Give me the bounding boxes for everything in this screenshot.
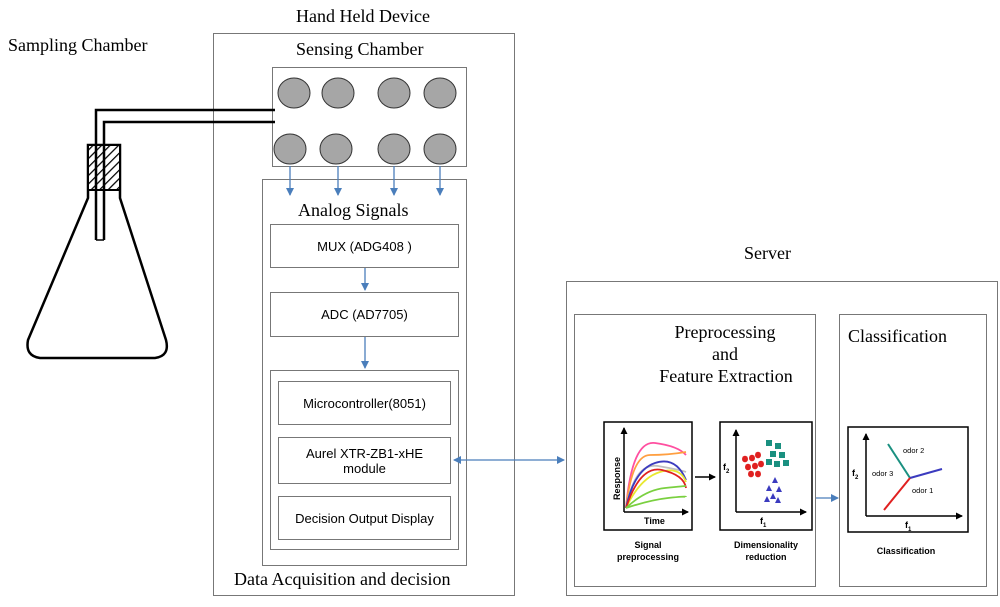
mux-label: MUX (ADG408 ): [317, 238, 412, 254]
server-label: Server: [744, 243, 791, 263]
flask-stopper: [87, 144, 121, 191]
data-acquisition-label: Data Acquisition and decision: [234, 569, 451, 589]
aurel-label-line2: module: [343, 460, 386, 476]
classification-title: Classification: [848, 326, 947, 346]
decision-display-label: Decision Output Display: [295, 510, 434, 526]
meat-label: Meat sample: [60, 314, 130, 358]
adc-label: ADC (AD7705): [321, 307, 408, 322]
preprocessing-title: Preprocessing and Feature Extraction: [574, 321, 816, 387]
sensing-chamber-label: Sensing Chamber: [296, 39, 424, 59]
aurel-label-line1: Aurel XTR-ZB1-xHE: [305, 445, 424, 461]
meat-label-line2: sample: [70, 337, 120, 356]
preprocessing-title-line3: Feature Extraction: [659, 366, 793, 386]
aurel-module-block: Aurel XTR-ZB1-xHE module: [278, 437, 451, 484]
preprocessing-title-line1: Preprocessing: [674, 322, 776, 342]
analog-signals-label: Analog Signals: [298, 200, 409, 220]
meat-label-line1: Meat: [73, 315, 109, 334]
classification-box: [839, 314, 987, 587]
decision-display-block: Decision Output Display: [278, 496, 451, 540]
mux-block: MUX (ADG408 ): [270, 224, 459, 268]
sampling-chamber-label: Sampling Chamber: [8, 35, 148, 55]
preprocessing-title-line2: and: [712, 344, 738, 364]
sensor-array-box: [272, 67, 467, 167]
microcontroller-block: Microcontroller(8051): [278, 381, 451, 425]
adc-block: ADC (AD7705): [270, 292, 459, 337]
microcontroller-label: Microcontroller(8051): [303, 395, 426, 411]
hand-held-device-label: Hand Held Device: [296, 6, 430, 26]
